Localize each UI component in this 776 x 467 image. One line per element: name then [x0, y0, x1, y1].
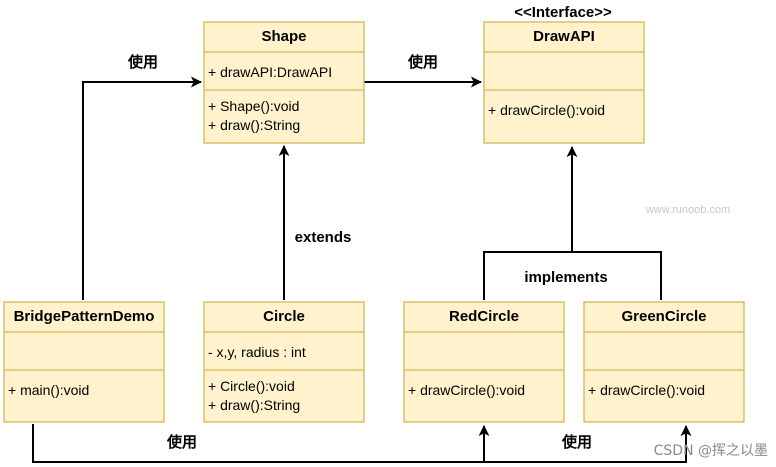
class-circle[interactable]: Circle - x,y, radius : int + Circle():vo…: [203, 301, 365, 423]
class-drawapi[interactable]: <<Interface>> DrawAPI + drawCircle():voi…: [483, 4, 645, 144]
class-greencircle-method: + drawCircle():void: [588, 382, 705, 398]
class-drawapi-method: + drawCircle():void: [488, 102, 605, 118]
class-circle-title: Circle: [263, 308, 305, 325]
class-greencircle[interactable]: GreenCircle + drawCircle():void: [583, 301, 745, 423]
class-redcircle[interactable]: RedCircle + drawCircle():void: [403, 301, 565, 423]
class-redcircle-title: RedCircle: [449, 308, 519, 325]
class-shape-title: Shape: [261, 28, 306, 45]
class-circle-method: + Circle():void: [208, 378, 295, 394]
class-drawapi-stereotype: <<Interface>>: [514, 4, 612, 21]
edge-demo-uses-green: [484, 425, 692, 463]
class-bridgepatterndemo-title: BridgePatternDemo: [14, 308, 155, 325]
watermark-site: www.runoob.com: [645, 204, 730, 216]
class-drawapi-title: DrawAPI: [533, 28, 595, 45]
edge-demo-uses-shape: [82, 76, 202, 300]
label-extends: extends: [295, 229, 352, 246]
label-use-shape-drawapi: 使用: [407, 53, 438, 71]
class-circle-field: - x,y, radius : int: [208, 344, 306, 360]
label-use-demo-shape: 使用: [127, 53, 158, 71]
class-shape-method: + Shape():void: [208, 98, 299, 114]
watermark-csdn: CSDN @挥之以墨: [654, 443, 768, 459]
edge-demo-uses-red: [32, 424, 490, 463]
class-bridgepatterndemo[interactable]: BridgePatternDemo + main():void: [3, 301, 165, 423]
class-bridgepatterndemo-method: + main():void: [8, 382, 89, 398]
label-use-demo-green: 使用: [561, 433, 592, 451]
class-shape-field: + drawAPI:DrawAPI: [208, 64, 332, 80]
class-greencircle-title: GreenCircle: [621, 308, 706, 325]
label-implements: implements: [524, 269, 607, 286]
class-shape-method: + draw():String: [208, 117, 300, 133]
edges: [32, 76, 692, 463]
class-circle-method: + draw():String: [208, 397, 300, 413]
class-shape[interactable]: Shape + drawAPI:DrawAPI + Shape():void +…: [203, 21, 365, 144]
class-redcircle-method: + drawCircle():void: [408, 382, 525, 398]
label-use-demo-red: 使用: [166, 433, 197, 451]
